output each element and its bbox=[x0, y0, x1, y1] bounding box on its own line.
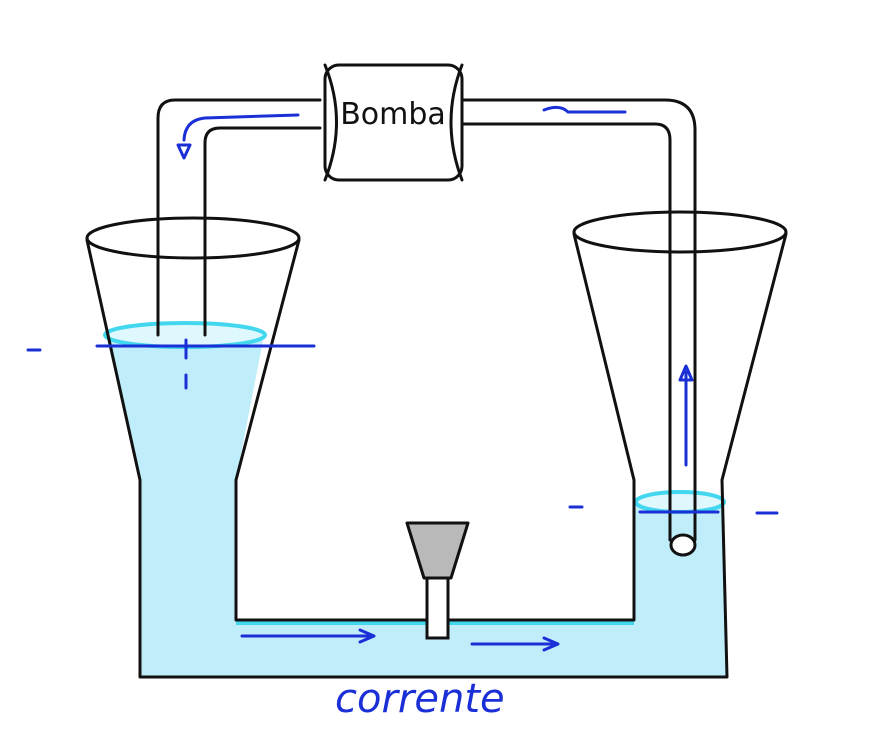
pump-left-curve bbox=[323, 63, 338, 182]
right-water-surface bbox=[634, 490, 726, 514]
left-pipe-outer bbox=[156, 98, 322, 337]
flow-annotations: corrente bbox=[26, 105, 779, 722]
current-label: corrente bbox=[335, 676, 505, 722]
pipes bbox=[156, 98, 697, 557]
valve bbox=[405, 521, 470, 640]
pump-right-curve bbox=[449, 63, 464, 182]
left-funnel-rim bbox=[85, 216, 301, 260]
left-pipe-inner bbox=[203, 126, 322, 337]
right-pipe-flow-mark bbox=[542, 105, 627, 114]
current-arrow-right-head bbox=[542, 636, 560, 652]
pump-label: Bomba bbox=[340, 97, 446, 132]
valve-stem bbox=[425, 576, 450, 640]
current-arrow-left-head bbox=[358, 628, 376, 644]
vessel-outer-wall bbox=[85, 232, 788, 679]
valve-funnel bbox=[405, 521, 470, 580]
water-body bbox=[106, 335, 727, 677]
pump-body bbox=[323, 63, 464, 182]
right-pipe-rising-arrowhead bbox=[678, 364, 694, 382]
left-pipe-flow-arrowhead bbox=[176, 143, 192, 160]
right-pipe-outer bbox=[460, 98, 697, 542]
pump: Bomba bbox=[323, 63, 464, 182]
right-pipe-end bbox=[669, 533, 697, 557]
right-pipe-inner bbox=[460, 122, 672, 542]
right-funnel-rim bbox=[572, 210, 788, 254]
left-pipe-flow-arrow bbox=[182, 113, 300, 142]
